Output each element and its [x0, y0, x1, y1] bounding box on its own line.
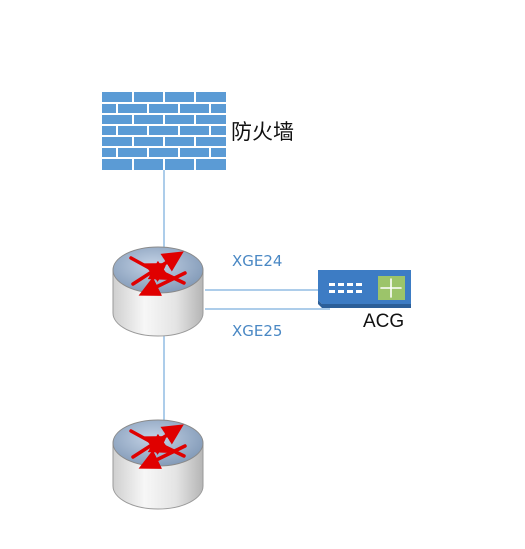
switch-appliance-icon: [318, 270, 411, 308]
firewall-brick-icon: [102, 92, 226, 170]
router-icon: [112, 246, 204, 337]
firewall-label: 防火墙: [231, 120, 294, 144]
link-label-xge24: XGE24: [232, 252, 283, 270]
acg-label: ACG: [363, 311, 405, 332]
router-icon: [112, 419, 204, 510]
link-label-xge25: XGE25: [232, 322, 283, 340]
